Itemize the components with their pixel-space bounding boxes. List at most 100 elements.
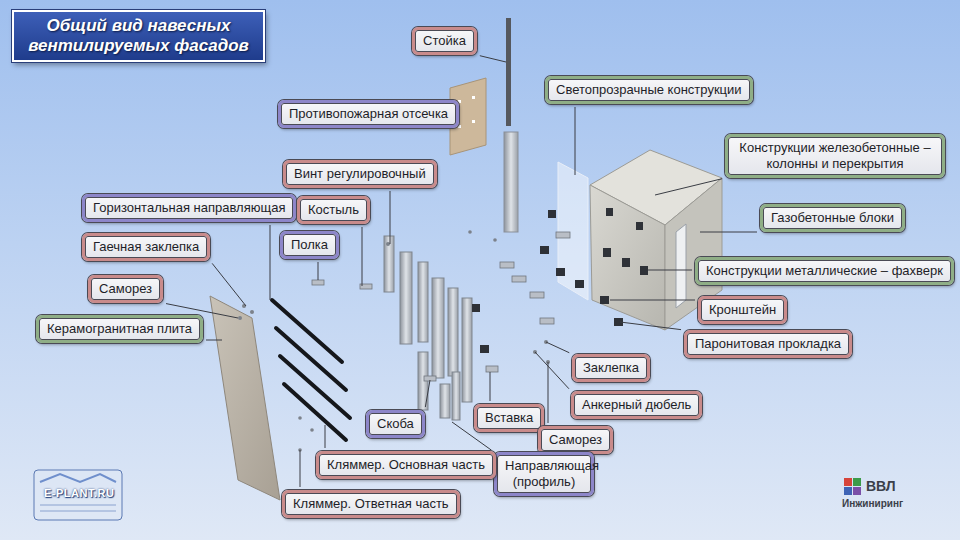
leader-line — [480, 56, 506, 62]
callout-text: Скоба — [377, 416, 414, 432]
bracket-part — [556, 232, 570, 238]
anchor-plate — [636, 222, 643, 230]
bracket — [575, 280, 584, 288]
bracket — [540, 246, 549, 254]
leader-line — [300, 450, 301, 487]
logo-square — [853, 487, 861, 495]
watermark-logo: E-PLANT.RU — [44, 487, 114, 499]
bracket — [556, 268, 565, 276]
page-title: Общий вид навесных вентилируемых фасадов — [22, 16, 255, 56]
post — [506, 18, 511, 126]
callout-box: Анкерный дюбель — [571, 391, 702, 419]
logo-square — [844, 478, 852, 486]
callout-text: Горизонтальная направляющая — [93, 200, 285, 216]
callout-text: Противопожарная отсечка — [289, 106, 448, 122]
callout-text: Винт регулировочный — [294, 166, 426, 182]
profile — [400, 252, 412, 344]
eplant-logo — [34, 470, 122, 520]
callout-text: Кронштейн — [709, 302, 776, 318]
profile — [448, 288, 458, 376]
profile — [452, 372, 460, 420]
callout-text: Вставка — [485, 410, 533, 426]
title-box: Общий вид навесных вентилируемых фасадов — [12, 10, 265, 62]
leader-line — [700, 232, 757, 233]
callout-box: Стойка — [412, 27, 477, 55]
leader-line — [212, 263, 246, 306]
guide-profiles — [384, 236, 472, 420]
company-logo: Инжиниринг — [842, 498, 903, 509]
callout-box: Кронштейн — [698, 296, 787, 324]
callout-box: Кляммер. Основная часть — [316, 451, 496, 479]
bracket-part — [540, 318, 554, 324]
leader-lines — [166, 56, 757, 487]
callout-text: Керамогранитная плита — [47, 321, 192, 337]
callout-text: Конструкции металлические – фахверк — [706, 263, 943, 279]
leader-line — [548, 362, 549, 423]
callout-text: Заклепка — [583, 360, 639, 376]
profile — [418, 262, 428, 342]
clip — [310, 428, 314, 432]
logo-square — [853, 478, 861, 486]
bracket-part — [530, 292, 544, 298]
leader-line — [620, 322, 681, 330]
callout-text: Саморез — [99, 281, 152, 297]
callout-box: Керамогранитная плита — [36, 315, 203, 343]
fire-barrier-holes — [458, 96, 475, 128]
callout-text: Костыль — [308, 202, 359, 218]
rod — [276, 328, 346, 390]
logo-rule — [40, 505, 116, 506]
anchor-plate — [603, 248, 611, 257]
bracket — [548, 210, 556, 218]
callout-box: Костыль — [297, 196, 370, 224]
leader-line — [546, 342, 569, 353]
rod — [272, 300, 342, 362]
logo-rule — [40, 511, 116, 512]
bracket — [600, 296, 609, 304]
callout-text: Газобетонные блоки — [771, 210, 894, 226]
profile — [440, 384, 450, 418]
bracket — [472, 304, 480, 312]
profile — [384, 236, 394, 292]
hole — [472, 120, 475, 123]
leader-line — [490, 372, 491, 401]
leader-line — [575, 107, 576, 175]
anchor-plate — [640, 266, 648, 275]
screw — [386, 242, 390, 246]
horizontal-guides — [272, 300, 350, 440]
leader-line — [535, 352, 569, 389]
callout-text: Светопрозрачные конструкции — [556, 82, 742, 98]
rod — [284, 384, 346, 440]
callout-text: Гаечная заклепка — [93, 239, 199, 255]
leader-line — [318, 262, 319, 280]
callout-box: Противопожарная отсечка — [278, 100, 459, 128]
screw — [493, 238, 497, 242]
callout-box: Скоба — [366, 410, 425, 438]
callout-box: Конструкции железобетонные – колонны и п… — [725, 134, 945, 178]
callout-text: Полка — [291, 237, 328, 253]
logo-square — [844, 487, 852, 495]
callout-box: Вставка — [474, 404, 544, 432]
callout-box: Винт регулировочный — [283, 160, 437, 188]
leader-line — [325, 425, 326, 448]
callout-text: Направляющая (профиль) — [505, 458, 583, 490]
callout-box: Паронитовая прокладка — [684, 330, 852, 358]
callout-box: Направляющая (профиль) — [494, 452, 594, 496]
callout-box: Заклепка — [572, 354, 650, 382]
hole — [458, 125, 461, 128]
leader-line — [655, 179, 722, 195]
callout-box: Конструкции металлические – фахверк — [695, 257, 954, 285]
callout-text: Стойка — [423, 33, 466, 49]
glass-pane — [558, 162, 588, 300]
leader-line — [610, 300, 695, 301]
anchor-plate — [622, 258, 630, 267]
anchor-plate — [606, 208, 613, 216]
callout-text: Конструкции железобетонные – колонны и п… — [736, 140, 934, 172]
logo-mark — [40, 474, 116, 482]
bracket — [480, 345, 489, 353]
steel-post — [676, 224, 686, 308]
profile — [462, 298, 472, 402]
bracket-part — [500, 262, 514, 268]
rod — [280, 356, 350, 418]
profile — [504, 132, 518, 232]
